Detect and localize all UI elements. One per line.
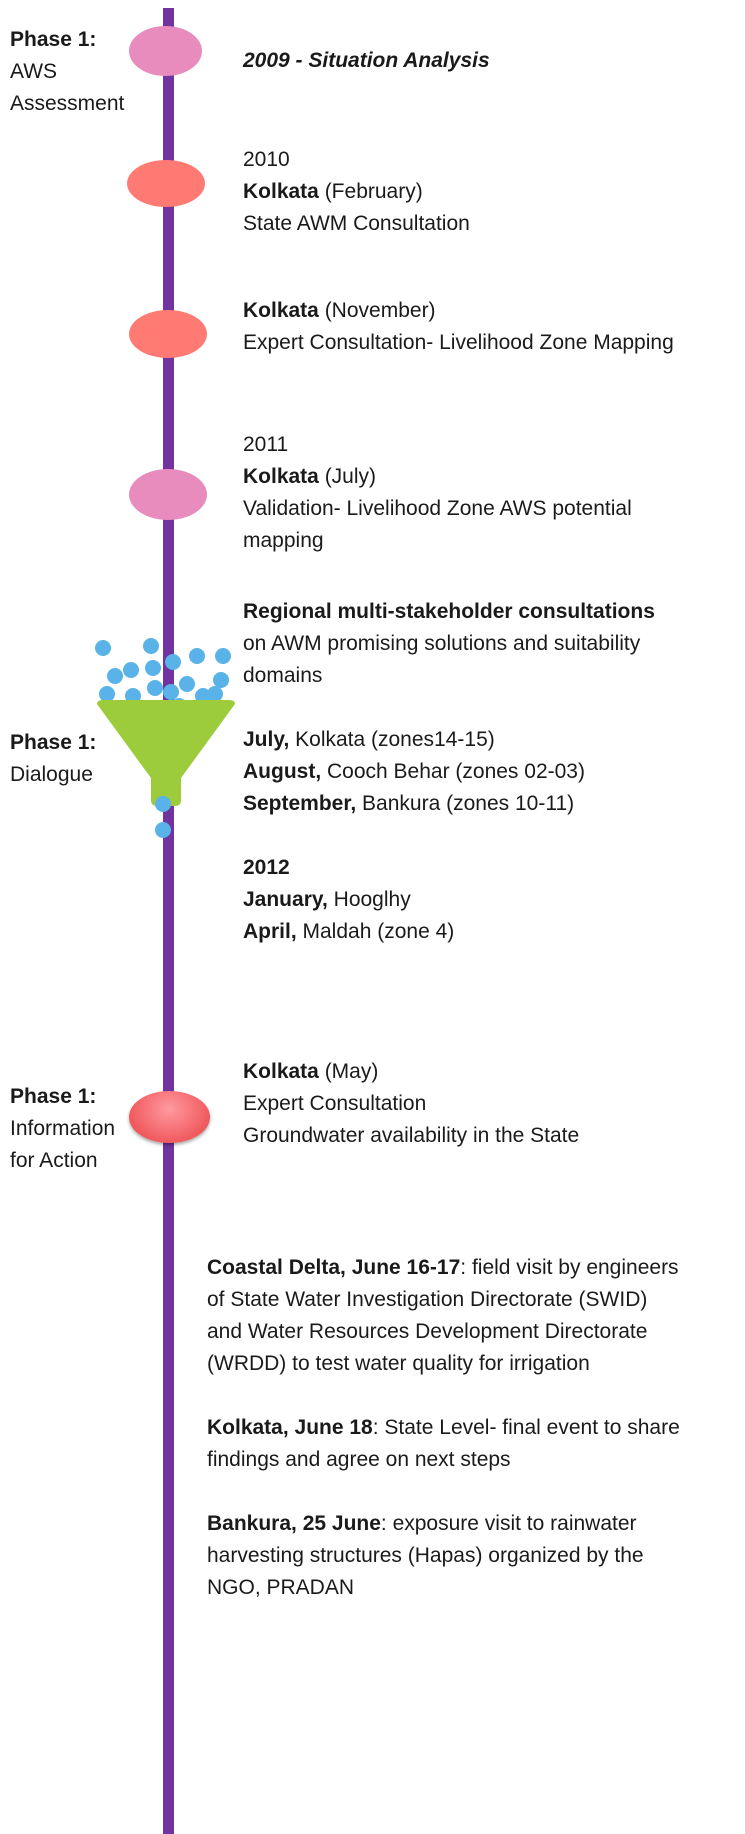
event-description: Groundwater availability in the State — [243, 1124, 580, 1147]
droplet — [213, 672, 229, 688]
consultation-place: Kolkata (zones14-15) — [289, 728, 495, 751]
timeline-marker-2009 — [129, 26, 202, 76]
event-month: (July) — [318, 465, 377, 488]
droplet — [143, 638, 159, 654]
consultation-place: Maldah (zone 4) — [296, 920, 455, 943]
event-month: (November) — [318, 299, 436, 322]
droplet — [147, 680, 163, 696]
consultation-month: August, — [243, 760, 322, 783]
activity-text: (WRDD) to test water quality for irrigat… — [207, 1352, 590, 1375]
activity-item: Bankura, 25 June: exposure visit to rain… — [207, 1508, 743, 1604]
event-title: 2009 - Situation Analysis — [243, 49, 490, 72]
funnel-icon — [95, 632, 245, 852]
droplet — [163, 684, 179, 700]
event-city: Kolkata — [243, 465, 319, 488]
phase-label-line: Information — [10, 1117, 116, 1140]
event-june-activities: Coastal Delta, June 16-17: field visit b… — [207, 1252, 743, 1636]
droplet — [99, 686, 115, 702]
activity-text: : exposure visit to rainwater — [380, 1512, 637, 1535]
timeline-marker-2010-nov — [129, 310, 207, 358]
phase-label-line: for Action — [10, 1149, 98, 1172]
activity-place: Coastal Delta, June 16-17 — [207, 1256, 461, 1279]
event-year: 2011 — [243, 433, 289, 456]
activity-text: : field visit by engineers — [460, 1256, 679, 1279]
event-year: 2012 — [243, 856, 290, 879]
consultation-item: April, Maldah (zone 4) — [243, 916, 743, 948]
event-2011-jul: 2011 Kolkata (July) Validation- Liveliho… — [243, 429, 743, 557]
event-2009: 2009 - Situation Analysis — [243, 45, 743, 77]
activity-text: and Water Resources Development Director… — [207, 1320, 648, 1343]
event-subheading: on AWM promising solutions and suitabili… — [243, 632, 641, 655]
event-2010-feb: 2010 Kolkata (February) State AWM Consul… — [243, 144, 743, 240]
timeline-marker-2010-feb — [127, 160, 205, 207]
activity-text: NGO, PRADAN — [207, 1576, 355, 1599]
consultation-item: August, Cooch Behar (zones 02-03) — [243, 756, 743, 788]
funnel-shape — [97, 700, 235, 806]
phase-label-bold: Phase 1: — [10, 28, 97, 51]
event-month: (May) — [318, 1060, 379, 1083]
activity-text: findings and agree on next steps — [207, 1448, 511, 1471]
consultation-month: January, — [243, 888, 328, 911]
timeline-line — [163, 8, 174, 1834]
event-description: mapping — [243, 529, 324, 552]
activity-place: Bankura, 25 June — [207, 1512, 381, 1535]
event-location: Kolkata (February) — [243, 176, 743, 208]
droplet — [207, 686, 223, 702]
consultation-month: September, — [243, 792, 357, 815]
event-city: Kolkata — [243, 180, 319, 203]
droplet — [123, 662, 139, 678]
event-2012-may: Kolkata (May) Expert Consultation Ground… — [243, 1056, 743, 1152]
consultation-item: January, Hooglhy — [243, 884, 743, 916]
droplet — [165, 654, 181, 670]
activity-text: of State Water Investigation Directorate… — [207, 1288, 648, 1311]
phase-label-bold: Phase 1: — [10, 1085, 97, 1108]
consultation-month: April, — [243, 920, 297, 943]
droplet — [189, 648, 205, 664]
droplet — [215, 648, 231, 664]
consultation-item: September, Bankura (zones 10-11) — [243, 788, 743, 820]
timeline-marker-2011-jul — [129, 469, 207, 520]
event-regional-consultations: Regional multi-stakeholder consultations… — [243, 596, 743, 948]
activity-text: harvesting structures (Hapas) organized … — [207, 1544, 644, 1567]
droplet — [155, 796, 171, 812]
event-location: Kolkata (November) — [243, 295, 743, 327]
droplet — [179, 676, 195, 692]
event-year: 2010 — [243, 148, 290, 171]
event-heading: Regional multi-stakeholder consultations — [243, 600, 655, 623]
droplet — [95, 640, 111, 656]
event-description: State AWM Consultation — [243, 212, 470, 235]
phase-label-dialogue: Phase 1: Dialogue — [10, 727, 145, 791]
event-description: Expert Consultation- Livelihood Zone Map… — [243, 331, 674, 354]
consultation-place: Bankura (zones 10-11) — [356, 792, 575, 815]
consultation-place: Cooch Behar (zones 02-03) — [321, 760, 585, 783]
event-2010-nov: Kolkata (November) Expert Consultation- … — [243, 295, 743, 359]
activity-place: Kolkata, June 18 — [207, 1416, 373, 1439]
phase-label-bold: Phase 1: — [10, 731, 97, 754]
phase-label-line: Assessment — [10, 92, 125, 115]
activity-text: : State Level- final event to share — [372, 1416, 680, 1439]
phase-label-line: AWS — [10, 60, 58, 83]
activity-item: Kolkata, June 18: State Level- final eve… — [207, 1412, 743, 1476]
event-city: Kolkata — [243, 299, 319, 322]
timeline-marker-2012-may — [129, 1091, 210, 1143]
event-location: Kolkata (July) — [243, 461, 743, 493]
event-description: Expert Consultation — [243, 1092, 427, 1115]
event-month: (February) — [318, 180, 423, 203]
droplet — [107, 668, 123, 684]
phase-label-line: Dialogue — [10, 763, 93, 786]
event-location: Kolkata (May) — [243, 1056, 743, 1088]
event-city: Kolkata — [243, 1060, 319, 1083]
activity-item: Coastal Delta, June 16-17: field visit b… — [207, 1252, 743, 1380]
consultation-month: July, — [243, 728, 290, 751]
event-subheading: domains — [243, 664, 323, 687]
phase-label-aws-assessment: Phase 1: AWS Assessment — [10, 24, 145, 120]
phase-label-information-for-action: Phase 1: Information for Action — [10, 1081, 145, 1177]
consultation-item: July, Kolkata (zones14-15) — [243, 724, 743, 756]
event-description: Validation- Livelihood Zone AWS potentia… — [243, 497, 632, 520]
consultation-place: Hooglhy — [327, 888, 411, 911]
droplet — [145, 660, 161, 676]
droplet — [155, 822, 171, 838]
